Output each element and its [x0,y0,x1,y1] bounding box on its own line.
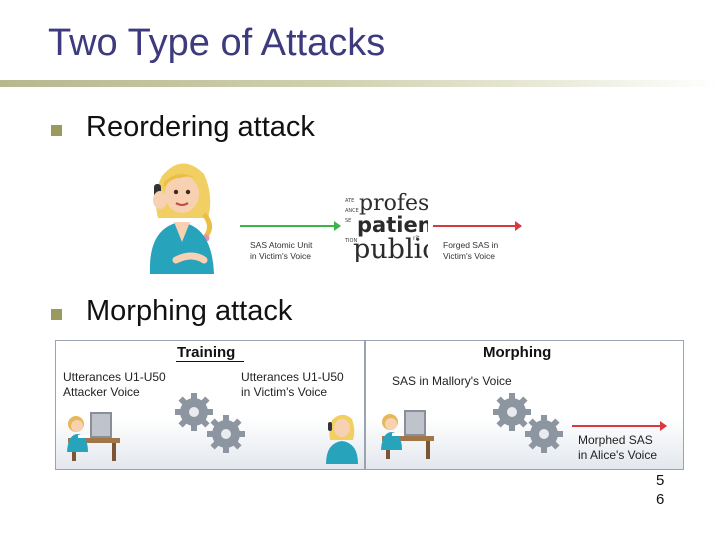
woman-on-phone-icon [149,163,214,274]
svg-text:ATE: ATE [345,198,354,204]
svg-text:TION: TION [344,238,357,244]
reorder-arrow-green [240,221,341,231]
page-number-line1: 5 [656,472,665,489]
bullet-reordering: Reordering attack [86,111,315,143]
word-cloud-image: profes patients public ATE ANCE SE TION … [343,190,428,262]
bullet-morphing: Morphing attack [86,295,293,327]
morphing-output-line2: in Alice's Voice [578,448,658,462]
mallory-at-computer-icon [381,410,434,459]
bullet-marker-2 [51,309,62,320]
training-header: Training [177,344,236,361]
reorder-arrow-red [433,221,522,231]
training-right-line2: in Victim's Voice [241,385,328,399]
morphing-gears-icon [493,393,563,453]
training-left-line1: Utterances U1-U50 [63,370,166,384]
svg-text:SE: SE [345,218,351,224]
reorder-arrow2-label-line2: Victim's Voice [443,251,496,261]
svg-text:public: public [353,234,428,262]
morphing-header: Morphing [483,344,552,361]
page-number-line2: 6 [656,491,665,508]
training-right-line1: Utterances U1-U50 [241,370,344,384]
reorder-arrow1-label-line2: in Victim's Voice [250,251,311,261]
morphing-output-arrow [572,421,667,431]
training-left-line2: Attacker Voice [63,385,140,399]
slide-title: Two Type of Attacks [48,22,386,64]
morphing-panel [365,340,684,470]
page-number: 5 6 [656,471,664,509]
svg-text:profes: profes [359,191,428,216]
training-header-underline [176,361,244,362]
training-gears-icon [175,393,245,453]
svg-text:patients: patients [357,213,428,237]
svg-text:ANCE: ANCE [345,208,359,214]
morphing-top-label: SAS in Mallory's Voice [392,374,512,388]
reorder-arrow1-label-line1: SAS Atomic Unit [250,240,313,250]
bullet-marker-1 [51,125,62,136]
attacker-at-computer-icon [67,412,120,461]
victim-on-phone-icon [326,414,358,464]
title-underline [0,80,720,87]
morphing-output-line1: Morphed SAS [578,433,653,447]
reorder-arrow2-label-line1: Forged SAS in [443,240,499,250]
svg-text:rit: rit [413,235,420,242]
